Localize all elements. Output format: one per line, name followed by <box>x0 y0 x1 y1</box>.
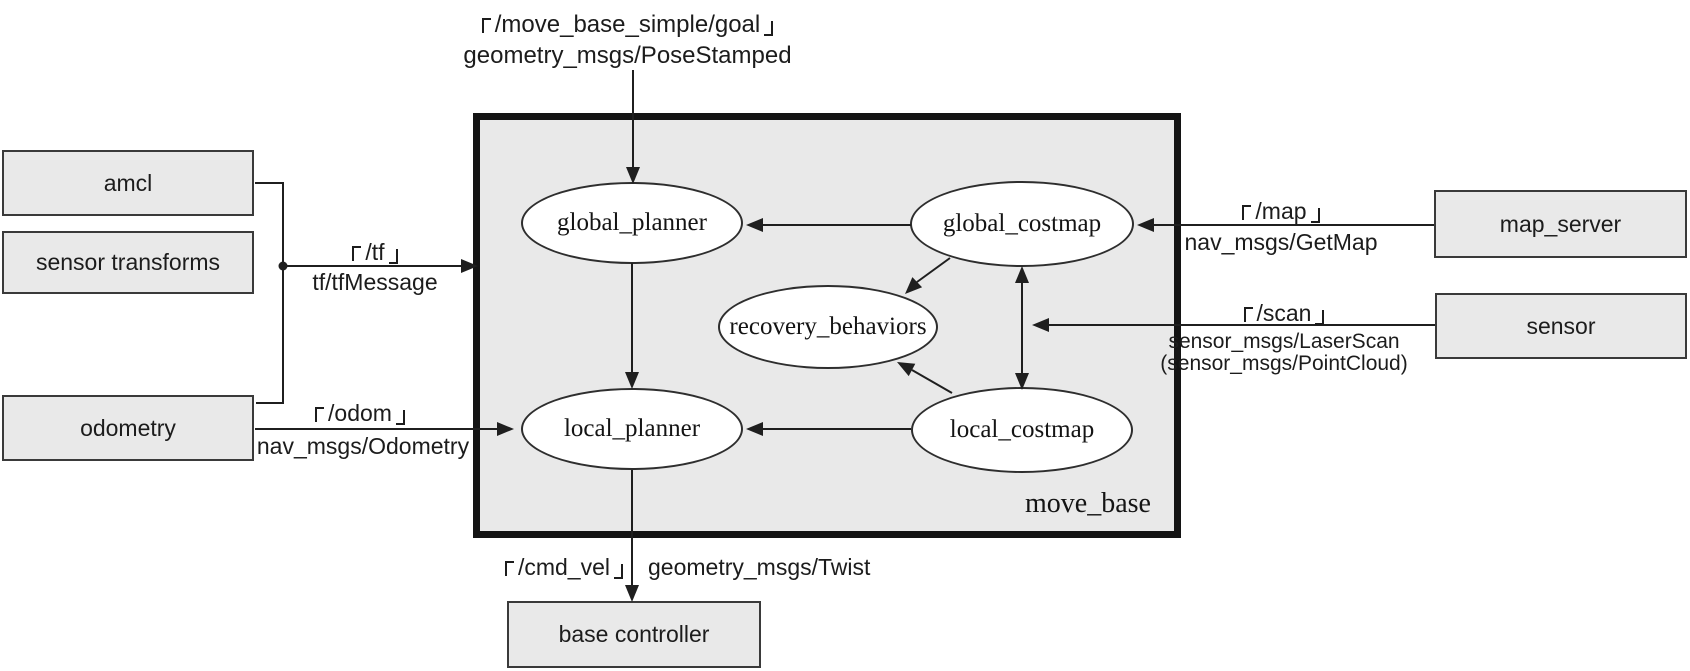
node-local-costmap-label: local_costmap <box>949 416 1095 443</box>
tf-topic-label: /tf <box>290 238 460 266</box>
node-odometry-label: odometry <box>80 414 176 441</box>
node-map-server-label: map_server <box>1499 210 1622 237</box>
cmdvel-type-label: geometry_msgs/Twist <box>648 554 871 580</box>
odom-topic-label: /odom <box>260 399 460 427</box>
node-base-controller-label: base controller <box>558 621 710 647</box>
node-sensor-transforms-label: sensor transforms <box>35 249 221 275</box>
node-recovery-behaviors-label: recovery_behaviors <box>729 313 927 340</box>
node-sensor-label: sensor <box>1526 312 1596 339</box>
corner-bracket-close <box>388 249 398 264</box>
node-amcl: amcl <box>2 150 254 216</box>
goal-topic-label: /move_base_simple/goal <box>455 9 800 40</box>
node-global-costmap-label: global_costmap <box>942 210 1102 237</box>
corner-bracket-close <box>395 410 405 425</box>
corner-bracket-open <box>481 18 491 33</box>
map-topic-label: /map <box>1181 197 1381 225</box>
goal-type-label: geometry_msgs/PoseStamped <box>463 42 792 69</box>
cmdvel-topic-label: /cmd_vel <box>420 553 623 581</box>
odom-type-label: nav_msgs/Odometry <box>256 433 470 459</box>
node-global-costmap: global_costmap <box>910 181 1134 267</box>
node-sensor-transforms: sensor transforms <box>2 231 254 294</box>
goal-topic-block: /move_base_simple/goal geometry_msgs/Pos… <box>455 9 800 71</box>
scan-topic-label: /scan <box>1184 299 1384 327</box>
node-local-costmap: local_costmap <box>911 387 1133 473</box>
corner-bracket-open <box>1242 205 1252 220</box>
corner-bracket-open <box>504 561 514 576</box>
node-amcl-label: amcl <box>103 169 153 196</box>
corner-bracket-open <box>315 407 325 422</box>
map-type-label: nav_msgs/GetMap <box>1184 229 1378 255</box>
node-recovery-behaviors: recovery_behaviors <box>718 285 938 369</box>
move-base-label: move_base <box>1025 488 1151 519</box>
node-local-planner: local_planner <box>521 388 743 470</box>
node-base-controller: base controller <box>507 601 761 668</box>
node-odometry: odometry <box>2 395 254 461</box>
scan-type-label: sensor_msgs/LaserScan <box>1168 330 1400 353</box>
corner-bracket-close <box>614 564 623 579</box>
node-sensor: sensor <box>1435 293 1687 359</box>
scan-type-alt-label: (sensor_msgs/PointCloud) <box>1160 352 1408 375</box>
node-map-server: map_server <box>1434 190 1687 258</box>
corner-bracket-open <box>1243 307 1253 322</box>
corner-bracket-close <box>1315 310 1325 325</box>
node-global-planner-label: global_planner <box>557 209 707 236</box>
corner-bracket-open <box>352 246 362 261</box>
node-global-planner: global_planner <box>521 182 743 264</box>
node-local-planner-label: local_planner <box>563 415 701 442</box>
corner-bracket-close <box>1310 208 1320 223</box>
corner-bracket-close <box>764 21 774 36</box>
tf-type-label: tf/tfMessage <box>312 269 438 295</box>
